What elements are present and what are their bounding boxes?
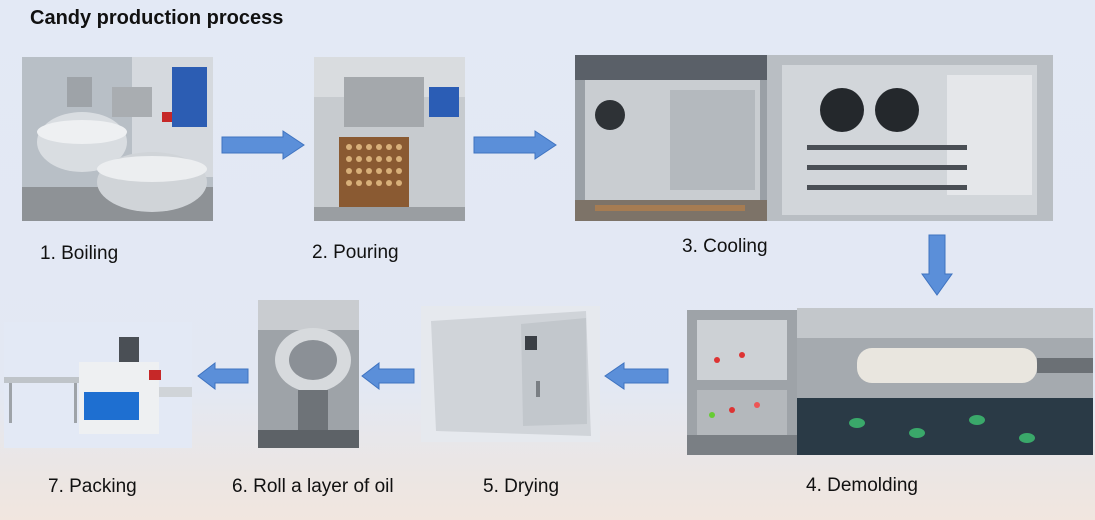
step-label-demolding: 4. Demolding [806,475,918,496]
arrow-left-5-to-6 [361,362,415,390]
pouring-photo [314,57,465,221]
boiling-photo [22,57,213,221]
arrow-down-3-to-4 [921,234,953,296]
coating-pan-photo [258,300,359,448]
packing-machine-photo [4,322,192,448]
diagram-title: Candy production process [30,7,284,29]
drying-photo [421,306,600,442]
arrow-right-2-to-3 [473,130,557,160]
step-label-pouring: 2. Pouring [312,242,399,263]
arrow-left-4-to-5 [604,362,669,390]
arrow-right-1-to-2 [221,130,305,160]
demolding-photo-tray [687,310,797,455]
cooling-photo-interior [767,55,1053,221]
cooling-photo-exterior [575,55,767,221]
step-label-boiling: 1. Boiling [40,243,119,264]
demolding-photo-brush [797,308,1093,455]
step-label-oil-rolling: 6. Roll a layer of oil [232,476,394,497]
step-label-cooling: 3. Cooling [682,236,768,257]
arrow-left-6-to-7 [197,362,249,390]
step-label-packing: 7. Packing [48,476,137,497]
step-label-drying: 5. Drying [483,476,560,497]
